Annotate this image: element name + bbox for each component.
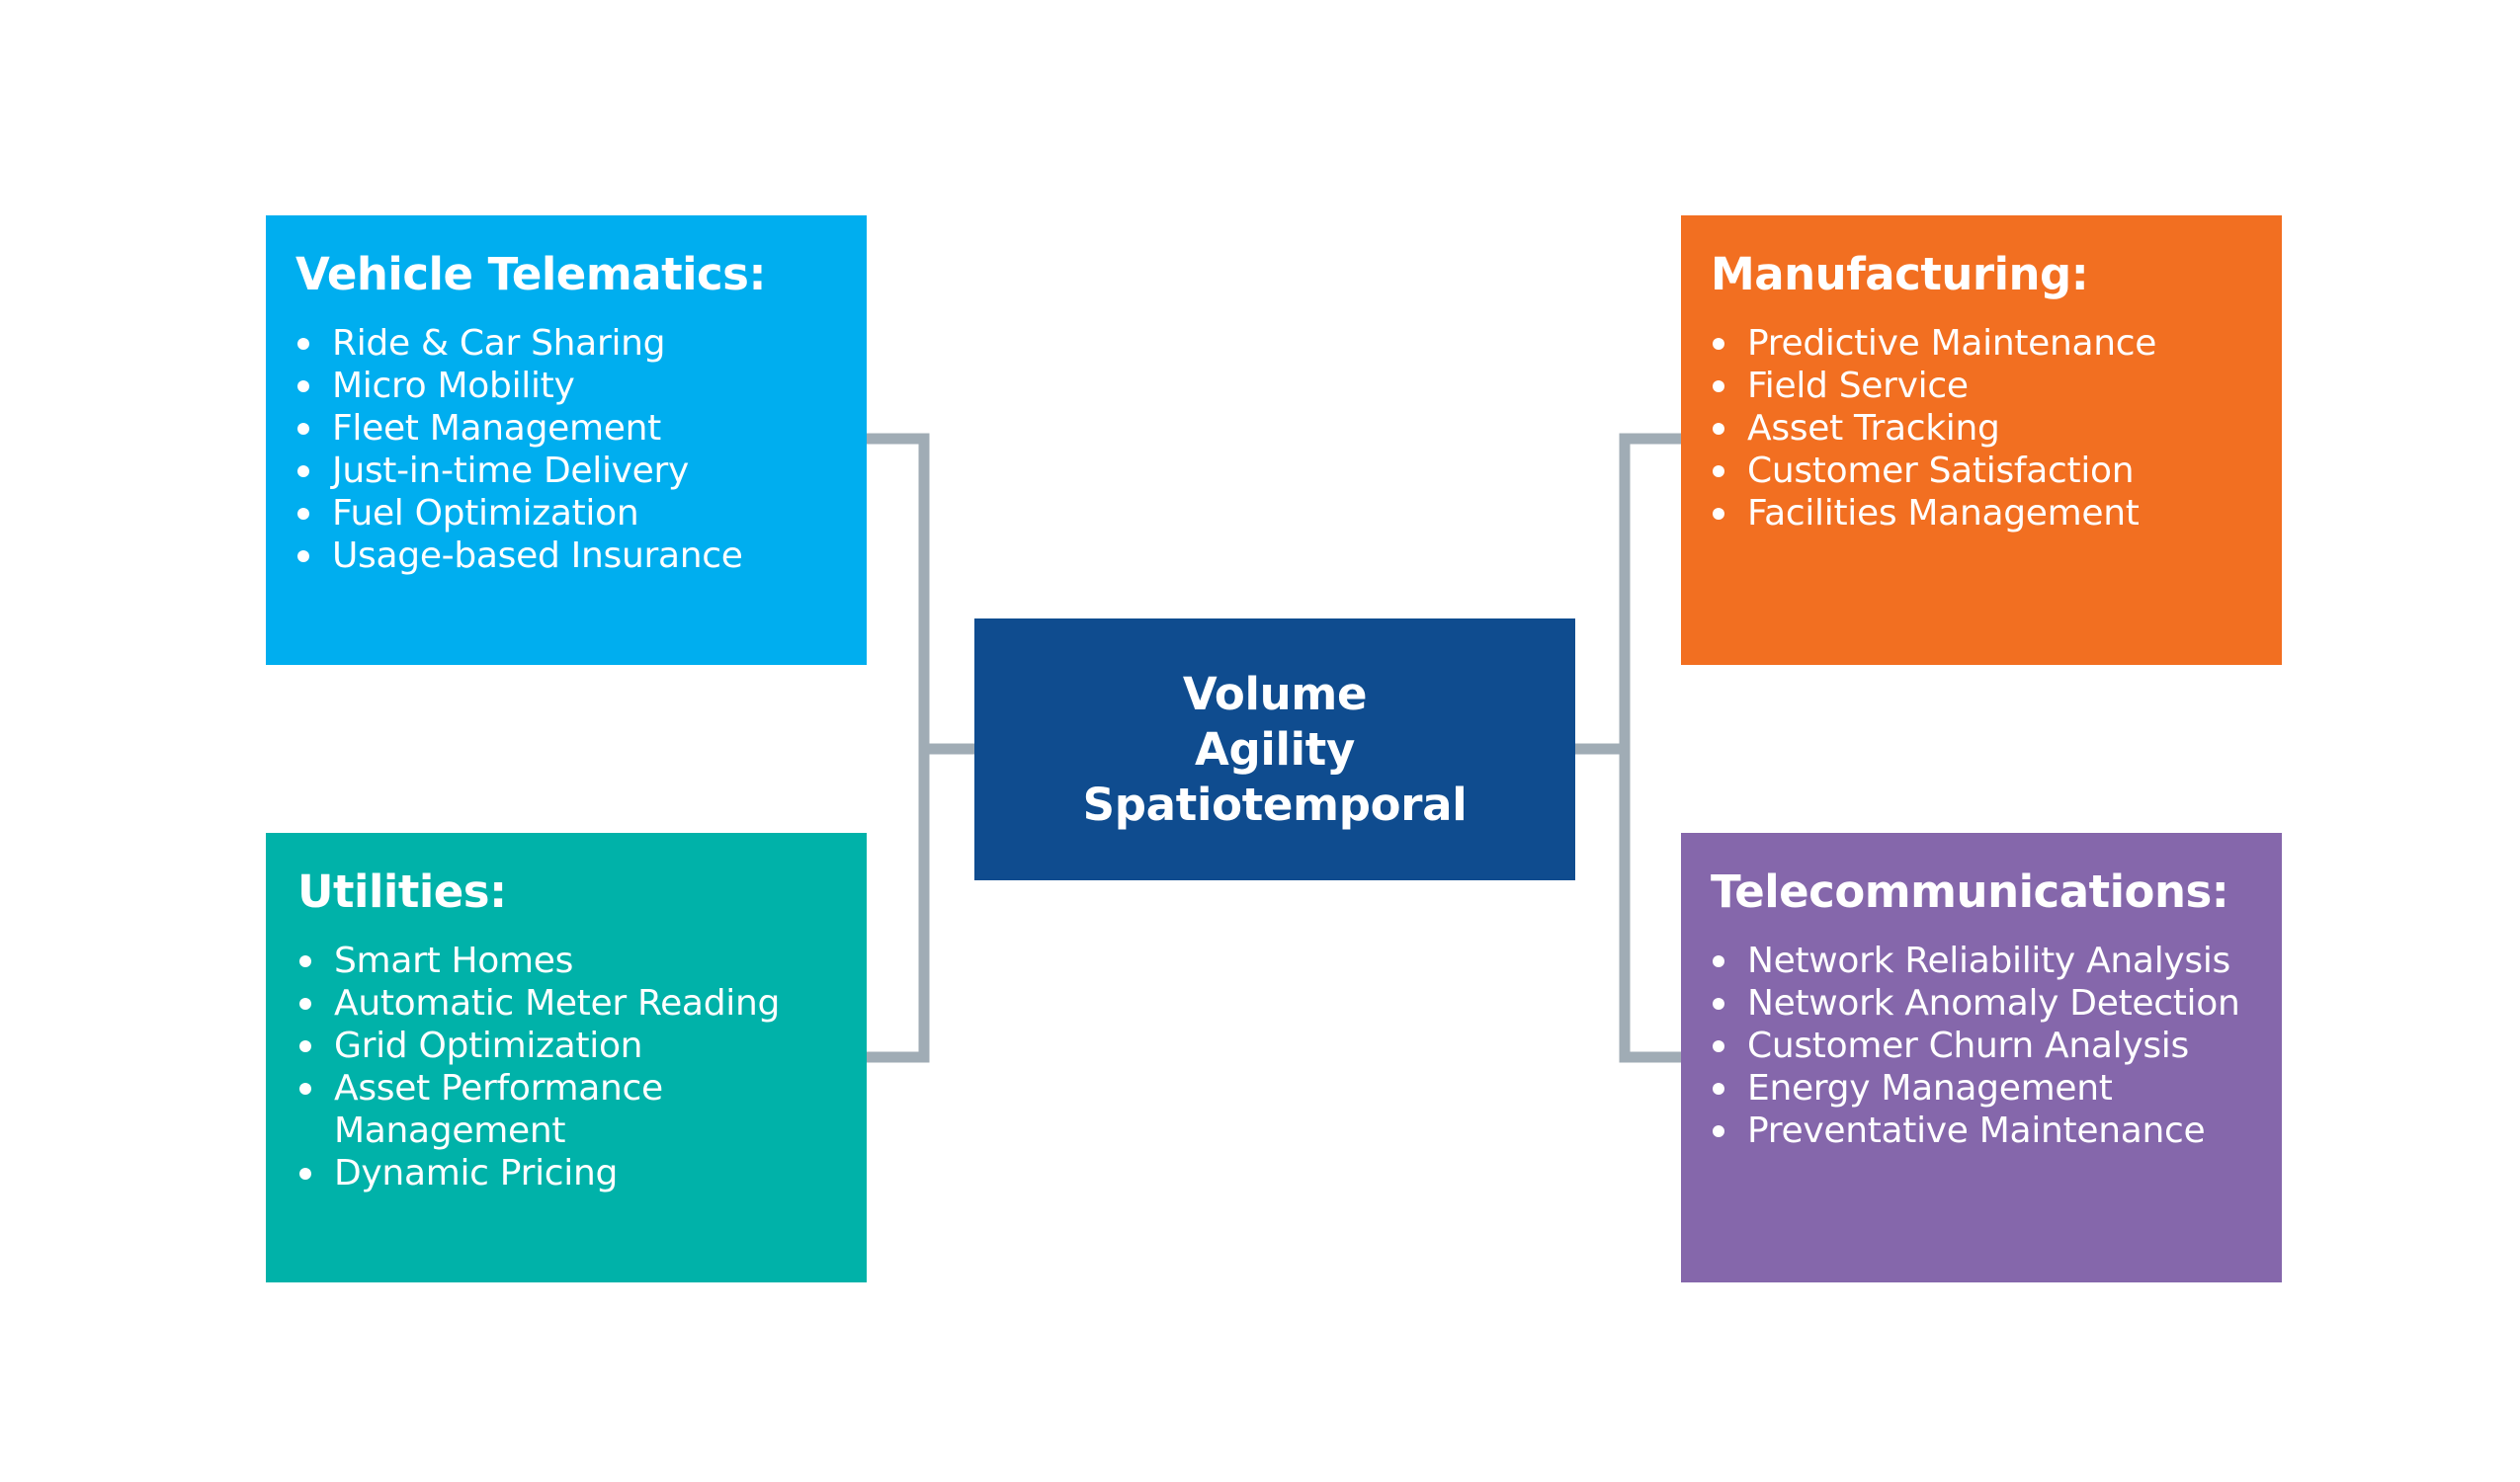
vehicle-telematics-title: Vehicle Telematics:: [295, 248, 766, 300]
center-line-volume: Volume: [1182, 667, 1368, 720]
list-item: Customer Churn Analysis: [1711, 1025, 2262, 1067]
center-box: Volume Agility Spatiotemporal: [974, 618, 1575, 880]
utilities-box: Utilities: Smart Homes Automatic Meter R…: [266, 833, 867, 1282]
list-item: Network Anomaly Detection: [1711, 982, 2262, 1025]
list-item: Smart Homes: [297, 940, 839, 982]
telecommunications-box: Telecommunications: Network Reliability …: [1681, 833, 2282, 1282]
list-item: Asset Tracking: [1711, 407, 2254, 450]
list-item: Micro Mobility: [295, 365, 839, 407]
list-item: Fuel Optimization: [295, 492, 839, 535]
list-item: Facilities Management: [1711, 492, 2254, 535]
list-item: Just-in-time Delivery: [295, 450, 839, 492]
list-item: Field Service: [1711, 365, 2254, 407]
list-item: Energy Management: [1711, 1067, 2262, 1110]
telecommunications-title: Telecommunications:: [1711, 865, 2229, 918]
telecommunications-list: Network Reliability Analysis Network Ano…: [1711, 940, 2262, 1152]
list-item: Dynamic Pricing: [297, 1152, 839, 1194]
vehicle-telematics-box: Vehicle Telematics: Ride & Car Sharing M…: [266, 215, 867, 665]
list-item: Customer Satisfaction: [1711, 450, 2254, 492]
vehicle-telematics-list: Ride & Car Sharing Micro Mobility Fleet …: [295, 322, 839, 577]
manufacturing-list: Predictive Maintenance Field Service Ass…: [1711, 322, 2254, 535]
connector-right: [1619, 433, 1681, 1063]
manufacturing-box: Manufacturing: Predictive Maintenance Fi…: [1681, 215, 2282, 665]
list-item: Usage-based Insurance: [295, 535, 839, 577]
list-item: Predictive Maintenance: [1711, 322, 2254, 365]
list-item: Fleet Management: [295, 407, 839, 450]
center-line-agility: Agility: [1194, 722, 1356, 776]
connector-left: [867, 433, 930, 1063]
list-item: Network Reliability Analysis: [1711, 940, 2262, 982]
list-item: Ride & Car Sharing: [295, 322, 839, 365]
list-item: Asset Performance Management: [297, 1067, 839, 1152]
list-item: Preventative Maintenance: [1711, 1110, 2262, 1152]
utilities-title: Utilities:: [297, 865, 507, 918]
manufacturing-title: Manufacturing:: [1711, 248, 2089, 300]
list-item: Grid Optimization: [297, 1025, 839, 1067]
utilities-list: Smart Homes Automatic Meter Reading Grid…: [297, 940, 839, 1194]
center-line-spatiotemporal: Spatiotemporal: [1082, 778, 1468, 831]
list-item: Automatic Meter Reading: [297, 982, 839, 1025]
